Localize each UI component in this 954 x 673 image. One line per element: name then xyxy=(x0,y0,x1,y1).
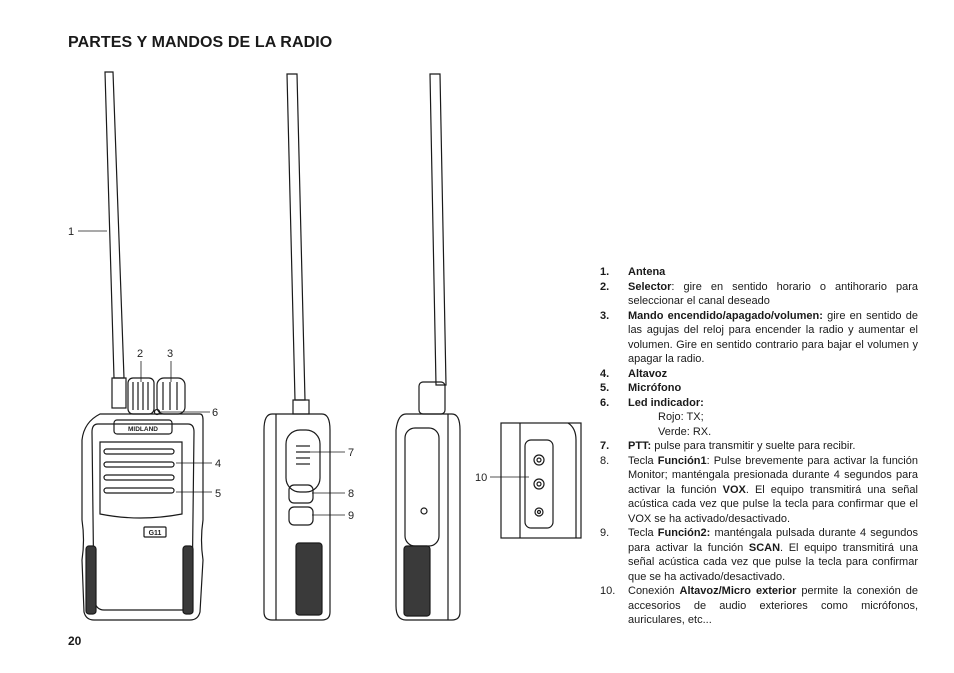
part-description-cont: . El equipo transmitirá una señal acústi… xyxy=(628,483,918,525)
part-number: 4. xyxy=(600,367,610,380)
function1-button xyxy=(288,484,314,504)
part-description: : Pulse brevemente para activar la funci… xyxy=(628,454,918,496)
volume-knob xyxy=(156,377,186,415)
part-item-1: 1. Antena xyxy=(600,265,918,280)
part-prefix: Conexión xyxy=(628,585,680,597)
callout-1: 1 xyxy=(68,226,74,238)
part-name: Función1 xyxy=(657,454,707,467)
part-name: Selector xyxy=(628,280,672,293)
callout-8: 8 xyxy=(348,488,354,500)
callout-6: 6 xyxy=(212,407,218,419)
part-item-4: 4. Altavoz xyxy=(600,367,918,382)
part-name: Micrófono xyxy=(628,382,682,394)
left-grip xyxy=(85,545,97,615)
jack-panel xyxy=(524,439,554,529)
part-prefix: Tecla xyxy=(628,454,658,467)
part-item-2: 2. Selector: gire en sentido horario o a… xyxy=(600,280,918,309)
part-name: PTT: xyxy=(628,440,652,452)
antenna xyxy=(104,71,125,379)
side-grip xyxy=(295,542,323,616)
part-item-5: 5. Micrófono xyxy=(600,381,918,396)
speaker-jack xyxy=(533,454,545,466)
part-description-cont: . El equipo transmitirá una señal acústi… xyxy=(628,541,918,583)
part-item-9: 9. Tecla Función2: manténgala pulsada du… xyxy=(600,526,918,584)
part-name: Mando encendido/apagado/volumen: xyxy=(628,309,823,322)
brand-badge xyxy=(113,419,173,435)
part-number: 2. xyxy=(600,280,610,293)
part-keyword: SCAN xyxy=(748,541,781,554)
side-view-left xyxy=(263,73,331,621)
function2-button xyxy=(288,506,314,526)
callout-5: 5 xyxy=(215,488,221,500)
side-view-right xyxy=(395,73,461,621)
parts-list: 1. Antena 2. Selector: gire en sentido h… xyxy=(600,265,918,628)
speaker-grille xyxy=(103,448,175,494)
led-red: Rojo: TX; xyxy=(658,411,704,423)
antenna-base xyxy=(111,377,127,409)
part-number: 10. xyxy=(600,585,616,597)
ptt-button xyxy=(285,429,321,493)
page-title: PARTES Y MANDOS DE LA RADIO xyxy=(68,34,333,51)
right-grip xyxy=(182,545,194,615)
radio-body xyxy=(81,413,204,621)
callout-2: 2 xyxy=(137,348,143,360)
callout-4: 4 xyxy=(215,458,221,470)
front-view xyxy=(81,71,204,621)
inset-frame xyxy=(500,422,582,539)
part-number: 9. xyxy=(600,527,610,539)
part-name: Función2: xyxy=(657,527,711,539)
led-green: Verde: RX. xyxy=(658,425,712,438)
callout-10: 10 xyxy=(475,472,487,484)
callout-9: 9 xyxy=(348,510,354,522)
part-number: 6. xyxy=(600,396,610,409)
accessory-cover xyxy=(404,427,440,547)
mic-jack xyxy=(533,478,545,490)
part-description: manténgala pulsada durante 4 segundos pa… xyxy=(628,527,918,554)
right-body xyxy=(395,413,461,621)
model-label: G11 xyxy=(149,530,162,537)
part-name: Altavoz xyxy=(628,367,668,380)
part-description: gire en sentido de las agujas del reloj … xyxy=(628,309,918,366)
detail-inset xyxy=(500,422,582,539)
callout-7: 7 xyxy=(348,447,354,459)
part-description: permite la conexión de accesorios de aud… xyxy=(628,585,918,626)
part-description: pulse para transmitir y suelte para reci… xyxy=(651,440,856,452)
part-item-6: 6. Led indicador: xyxy=(600,396,918,411)
page-number: 20 xyxy=(68,634,82,648)
part-prefix: Tecla xyxy=(628,527,658,539)
part-number: 7. xyxy=(600,440,610,452)
part-keyword: VOX xyxy=(722,483,746,496)
part-item-10: 10. Conexión Altavoz/Micro exterior perm… xyxy=(600,584,918,628)
leader-lines xyxy=(78,230,529,516)
part-number: 8. xyxy=(600,454,610,467)
part-description: : gire en sentido horario o antihorario … xyxy=(628,280,918,308)
brand-logo: MIDLAND xyxy=(128,426,158,433)
part-number: 1. xyxy=(600,266,610,278)
part-name: Altavoz/Micro exterior xyxy=(679,585,797,597)
part-number: 3. xyxy=(600,309,610,322)
channel-knob xyxy=(127,377,155,415)
right-antenna xyxy=(429,73,447,386)
side-body xyxy=(263,413,331,621)
part-name: Antena xyxy=(628,266,666,278)
part-item-7: 7. PTT: pulse para transmitir y suelte p… xyxy=(600,439,918,454)
callout-3: 3 xyxy=(167,348,173,360)
part-number: 5. xyxy=(600,382,610,394)
part-item-3: 3. Mando encendido/apagado/volumen: gire… xyxy=(600,309,918,367)
right-grip-panel xyxy=(403,545,431,617)
part-item-8: 8. Tecla Función1: Pulse brevemente para… xyxy=(600,454,918,527)
cover-screw xyxy=(420,507,428,515)
side-antenna xyxy=(286,73,306,401)
part-name: Led indicador: xyxy=(628,396,704,409)
